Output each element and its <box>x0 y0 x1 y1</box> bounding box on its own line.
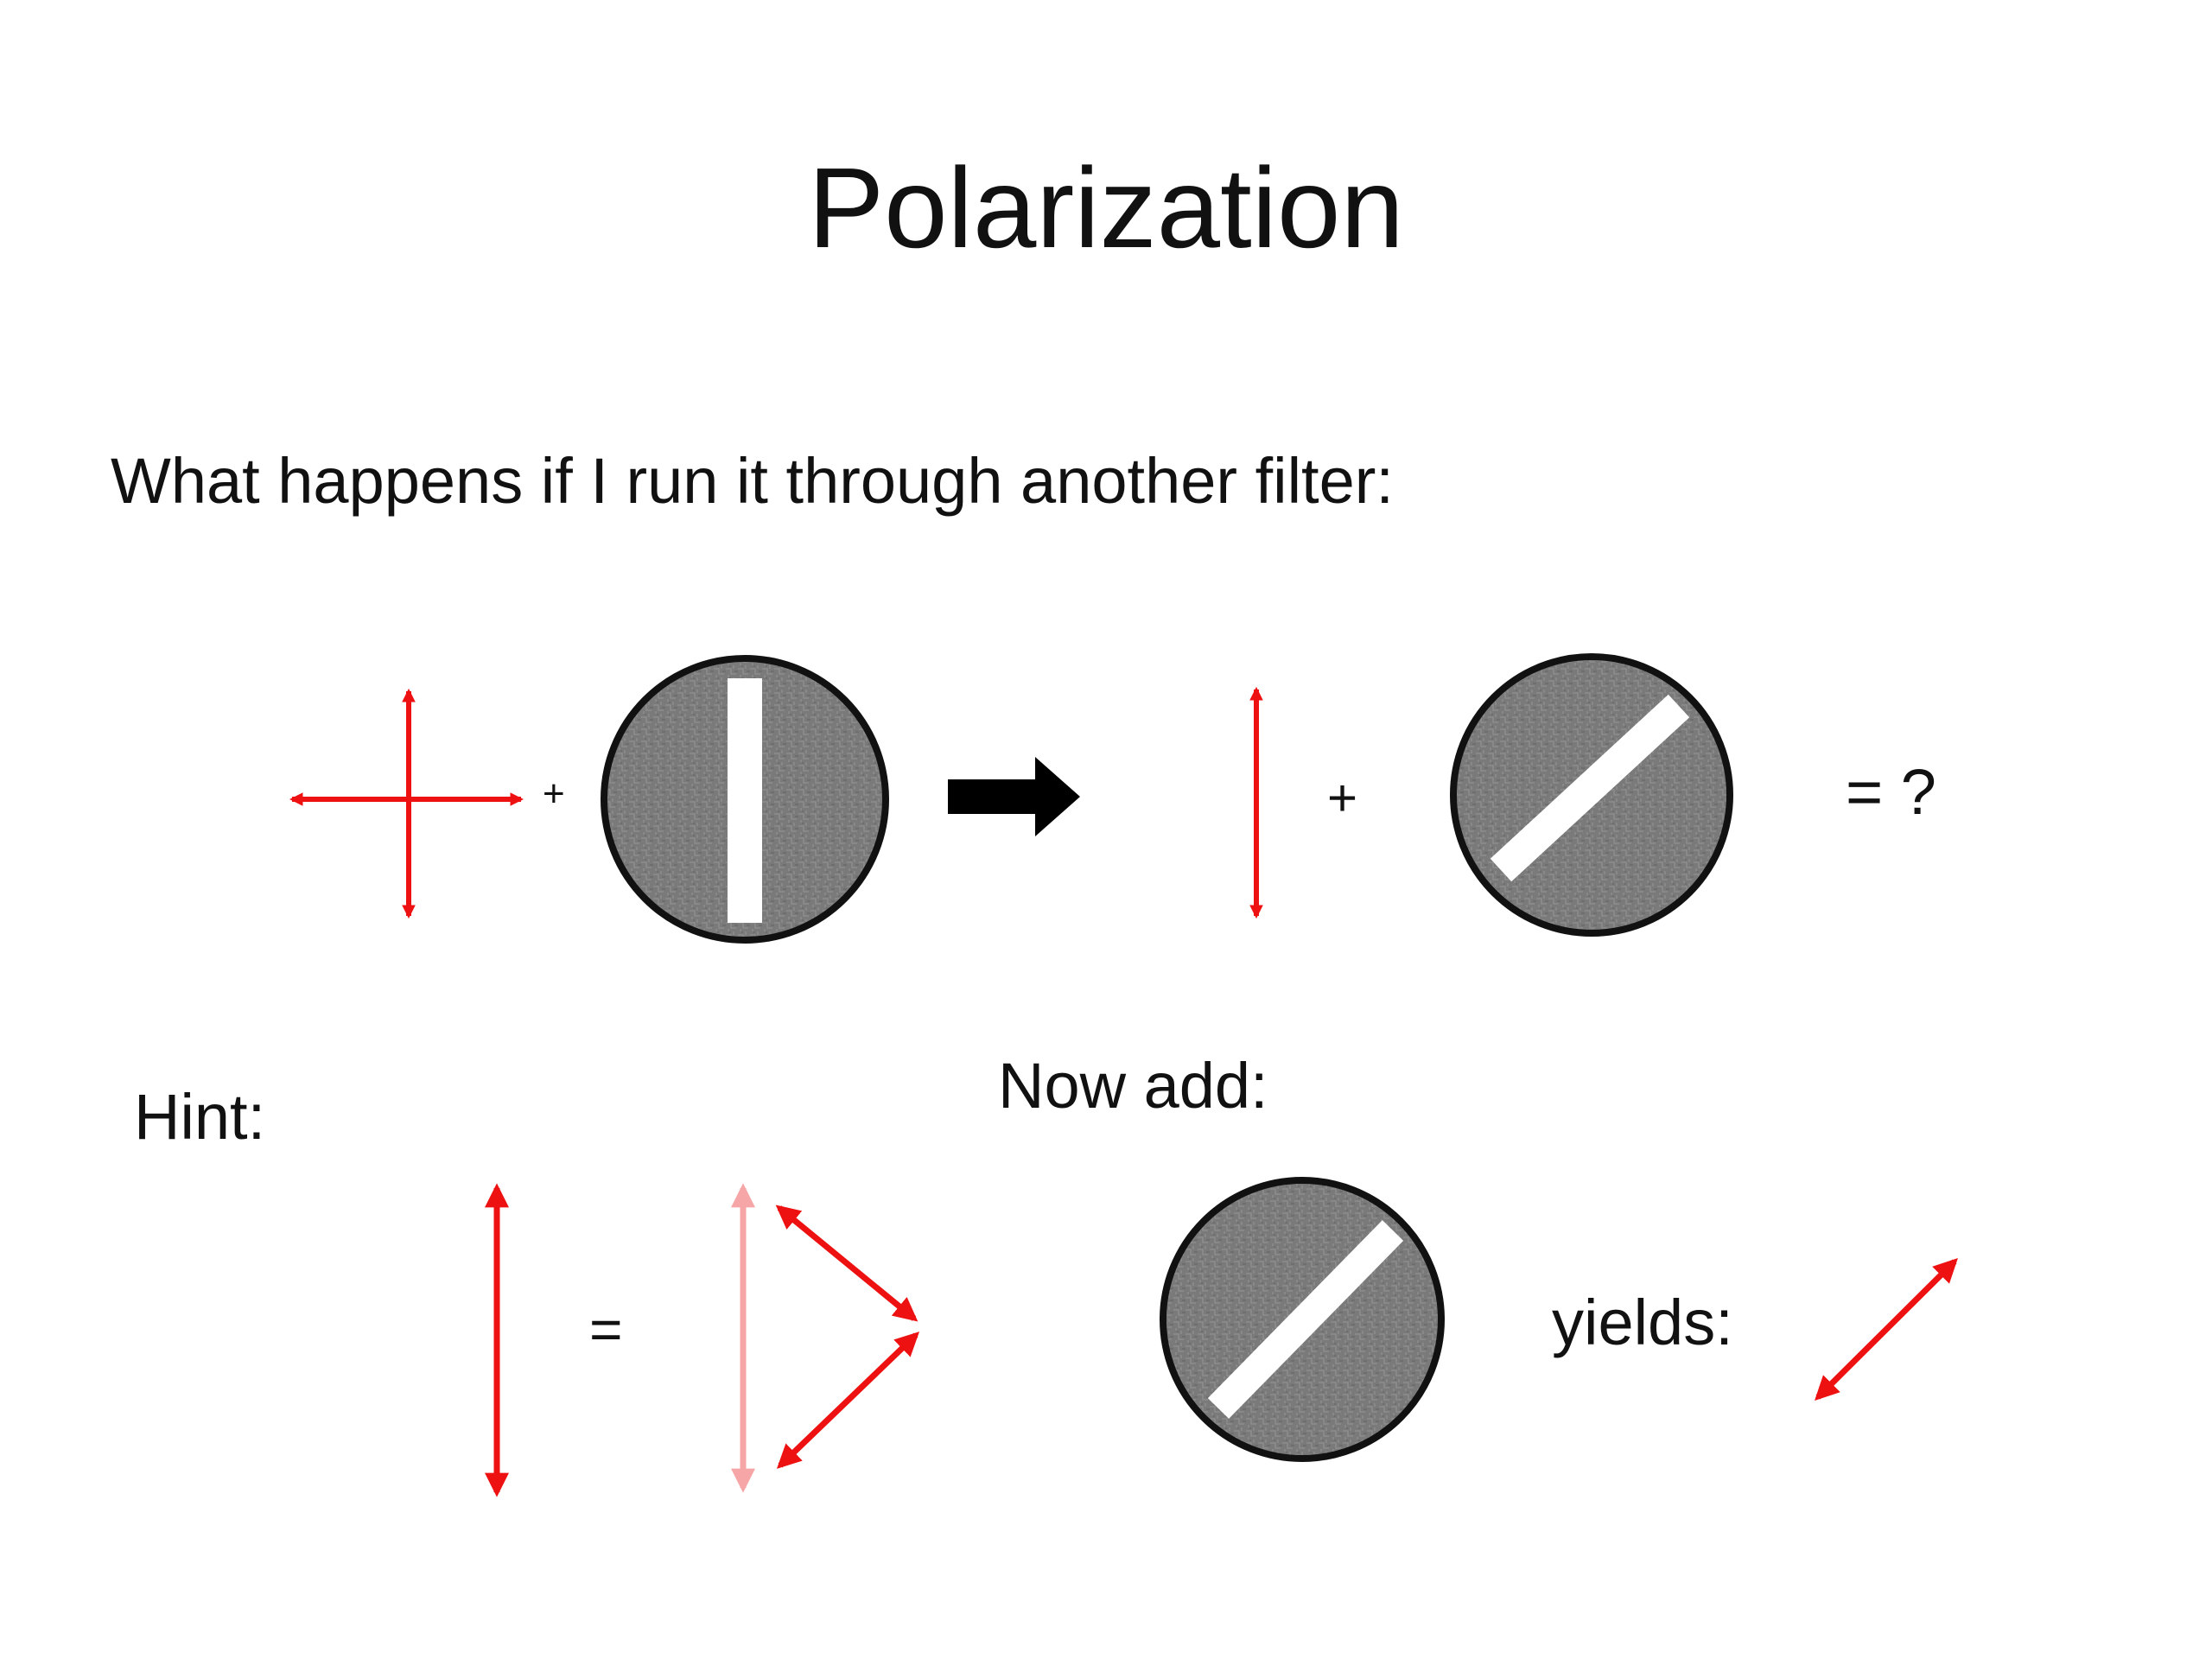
yields-label: yields: <box>1552 1287 1733 1358</box>
vertical-polarizer-icon <box>601 655 889 944</box>
unpolarized-light-icon <box>289 688 524 919</box>
result-question: = ? <box>1846 756 1936 828</box>
slide-title: Polarization <box>808 144 1404 271</box>
right-arrow-icon <box>948 757 1080 836</box>
now-add-label: Now add: <box>998 1050 1268 1122</box>
diagonal-polarized-light-icon <box>1815 1258 1958 1401</box>
equals-sign: = <box>589 1297 623 1361</box>
diagonal-polarizer-icon <box>1450 653 1733 937</box>
plus-sign: + <box>543 772 565 815</box>
plus-sign: + <box>1327 769 1358 827</box>
question-text: What happens if I run it through another… <box>111 445 1394 517</box>
diagonal-polarizer-icon <box>1160 1177 1445 1462</box>
vector-components-icon <box>731 1183 920 1493</box>
hint-label: Hint: <box>134 1081 266 1153</box>
